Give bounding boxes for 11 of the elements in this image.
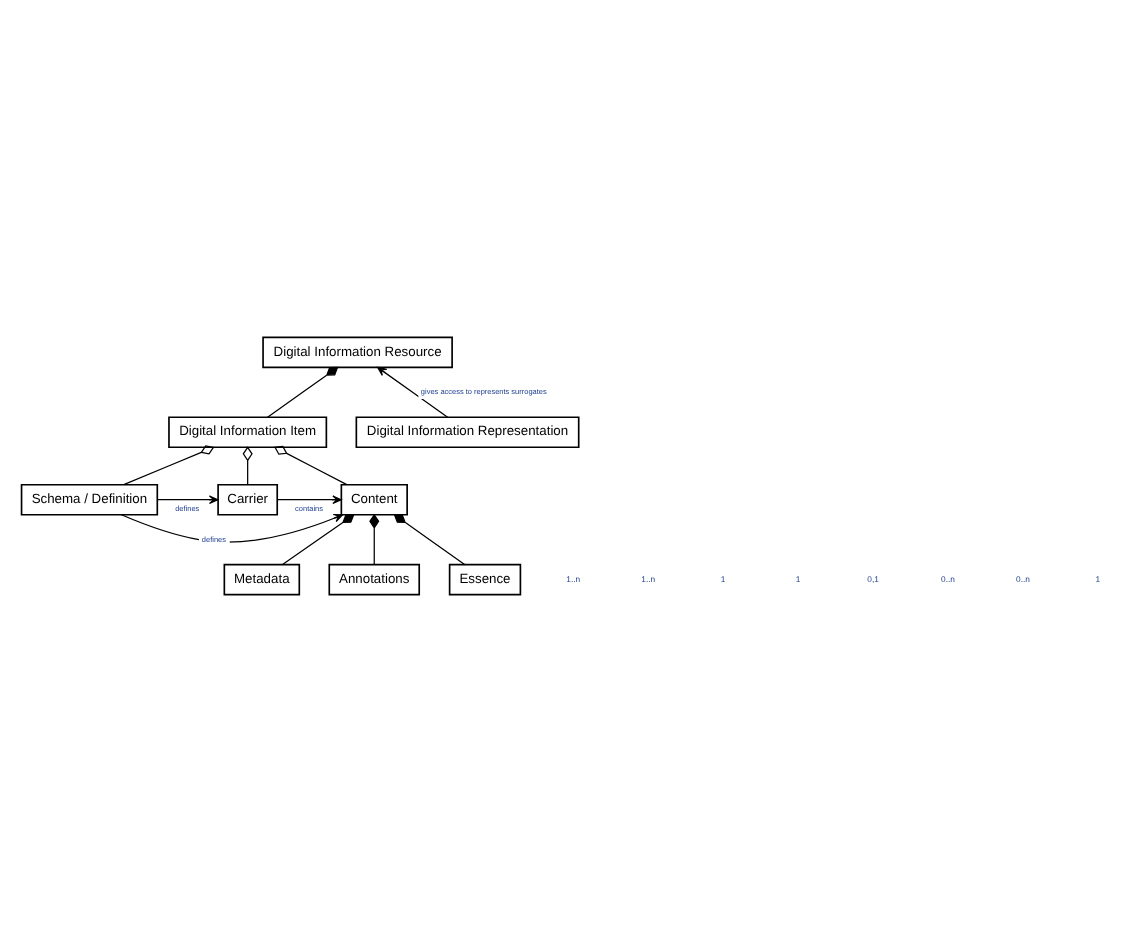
arrow (377, 366, 449, 418)
connector (242, 446, 253, 486)
connector (274, 445, 348, 486)
arrow (276, 495, 342, 505)
arrow (120, 513, 344, 543)
connector (123, 445, 215, 486)
connector (281, 514, 355, 566)
connector (369, 513, 380, 566)
connector (266, 366, 339, 418)
arrow (156, 495, 219, 505)
connector (393, 514, 466, 566)
